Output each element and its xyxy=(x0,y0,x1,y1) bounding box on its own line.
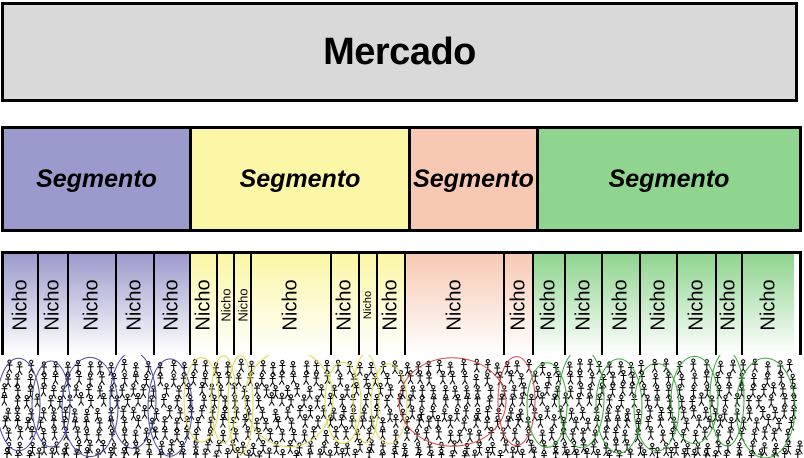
niche-10: Nicho xyxy=(332,254,360,355)
niche-12: Nicho xyxy=(378,254,406,355)
niche-label: Nicho xyxy=(757,278,779,331)
niche-label: Nicho xyxy=(333,278,356,331)
niche-4: Nicho xyxy=(117,254,155,355)
population-crowd xyxy=(0,355,803,458)
niche-label: Nicho xyxy=(609,278,632,331)
niche-label: Nicho xyxy=(9,278,31,331)
niche-label: Nicho xyxy=(41,278,64,331)
niche-13: Nicho xyxy=(406,254,505,355)
niche-row: Nicho Nicho Nicho Nicho Nicho Nicho Nicho Nicho… xyxy=(1,251,802,355)
niche-14: Nicho xyxy=(505,254,534,355)
niche-11: Nicho xyxy=(360,254,378,355)
niche-label: Nicho xyxy=(572,278,594,331)
niche-label: Nicho xyxy=(123,278,146,331)
niche-8: Nicho xyxy=(235,254,252,355)
segment-3: Segmento xyxy=(411,129,539,229)
segment-4: Segmento xyxy=(539,129,799,229)
niche-20: Nicho xyxy=(717,254,743,355)
niche-19: Nicho xyxy=(678,254,717,355)
niche-label: Nicho xyxy=(362,290,374,319)
segment-1: Segmento xyxy=(4,129,192,229)
niche-label: Nicho xyxy=(379,278,402,331)
niche-label: Nicho xyxy=(507,278,529,331)
niche-18: Nicho xyxy=(641,254,678,355)
segment-2: Segmento xyxy=(192,129,411,229)
niche-label: Nicho xyxy=(537,278,560,331)
niche-6: Nicho xyxy=(191,254,218,355)
niche-15: Nicho xyxy=(534,254,566,355)
niche-label: Nicho xyxy=(235,287,250,322)
niche-17: Nicho xyxy=(603,254,641,355)
niche-label: Nicho xyxy=(80,278,103,331)
niche-5: Nicho xyxy=(155,254,191,355)
niche-21: Nicho xyxy=(743,254,794,355)
segment-label: Segmento xyxy=(36,164,157,193)
niche-label: Nicho xyxy=(443,278,465,331)
market-box: Mercado xyxy=(1,2,798,102)
segment-row: Segmento Segmento Segmento Segmento xyxy=(1,126,802,232)
niche-7: Nicho xyxy=(218,254,235,355)
niche-3: Nicho xyxy=(69,254,117,355)
niche-label: Nicho xyxy=(717,278,740,331)
niche-1: Nicho xyxy=(4,254,39,355)
segment-label: Segmento xyxy=(608,164,730,193)
niche-9: Nicho xyxy=(252,254,332,355)
segment-label: Segmento xyxy=(413,164,534,193)
niche-label: Nicho xyxy=(647,278,669,331)
niche-label: Nicho xyxy=(685,278,707,331)
segment-label: Segmento xyxy=(239,164,361,193)
niche-16: Nicho xyxy=(566,254,603,355)
niche-label: Nicho xyxy=(192,278,214,331)
niche-label: Nicho xyxy=(160,278,183,331)
market-label: Mercado xyxy=(323,30,476,73)
niche-2: Nicho xyxy=(39,254,69,355)
niche-label: Nicho xyxy=(279,278,302,331)
niche-label: Nicho xyxy=(218,287,233,322)
